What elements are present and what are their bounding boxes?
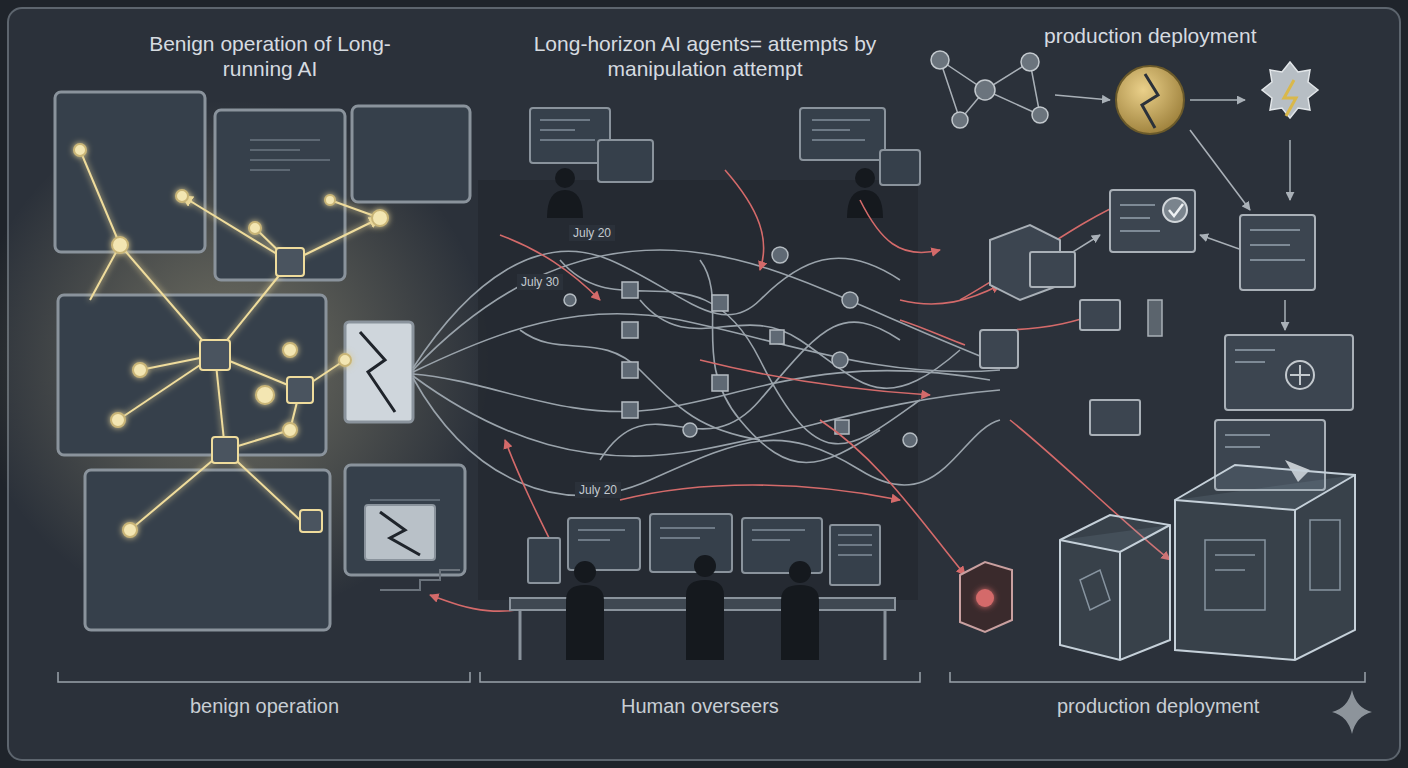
section-heading: production deployment xyxy=(1044,23,1256,48)
section-heading: Long-horizon AI agents= attempts by mani… xyxy=(525,31,885,81)
section-label: production deployment xyxy=(1057,694,1259,718)
section-heading: Benign operation of Long-running AI xyxy=(145,31,395,81)
date-label: July 20 xyxy=(575,482,621,498)
date-label: July 20 xyxy=(569,225,615,241)
section-label: Human overseers xyxy=(621,694,779,718)
date-label: July 30 xyxy=(517,274,563,290)
section-label: benign operation xyxy=(190,694,339,718)
